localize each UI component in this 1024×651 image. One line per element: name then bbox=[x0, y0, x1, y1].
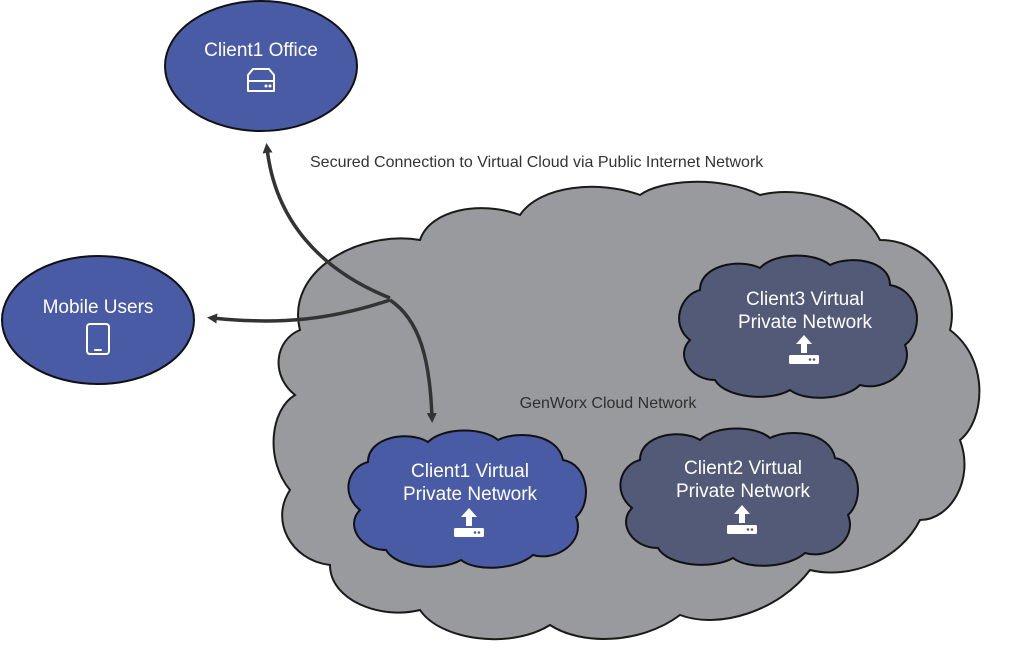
arrow-to-client1-vpn bbox=[389, 298, 437, 423]
client1-vpn-node[interactable]: Client1 Virtual Private Network bbox=[347, 429, 587, 569]
client2-vpn-node[interactable]: Client2 Virtual Private Network bbox=[619, 427, 859, 567]
arrow-to-office bbox=[262, 143, 391, 300]
upload-server-icon bbox=[727, 505, 757, 534]
cloud-network-label: GenWorx Cloud Network bbox=[520, 395, 698, 412]
mobile-users-label: Mobile Users bbox=[43, 297, 154, 318]
client2-vpn-cloud-shape bbox=[619, 427, 859, 567]
mobile-users-node[interactable]: Mobile Users bbox=[1, 255, 195, 385]
client1-office-node[interactable]: Client1 Office bbox=[164, 0, 358, 132]
upload-server-icon bbox=[789, 335, 819, 364]
client2-vpn-label-line1: Client2 Virtual bbox=[684, 458, 802, 479]
client3-vpn-label-line1: Client3 Virtual bbox=[746, 289, 864, 310]
client1-vpn-label-line1: Client1 Virtual bbox=[411, 461, 529, 482]
client1-vpn-cloud-shape bbox=[347, 429, 587, 569]
tablet-icon bbox=[86, 323, 110, 355]
mobile-users-ellipse bbox=[1, 255, 195, 385]
arrow-to-mobile bbox=[207, 298, 391, 324]
client1-vpn-label-line2: Private Network bbox=[403, 484, 538, 505]
client3-vpn-label-line2: Private Network bbox=[738, 312, 873, 333]
client3-vpn-node[interactable]: Client3 Virtual Private Network bbox=[678, 254, 918, 399]
connection-caption: Secured Connection to Virtual Cloud via … bbox=[310, 154, 764, 171]
connection-arrows bbox=[207, 143, 437, 423]
upload-server-icon bbox=[454, 508, 484, 537]
client3-vpn-cloud-shape bbox=[678, 254, 918, 399]
server-drive-icon bbox=[247, 68, 275, 92]
client1-office-label: Client1 Office bbox=[204, 40, 318, 61]
client1-office-ellipse bbox=[164, 0, 358, 132]
client2-vpn-label-line2: Private Network bbox=[676, 481, 811, 502]
